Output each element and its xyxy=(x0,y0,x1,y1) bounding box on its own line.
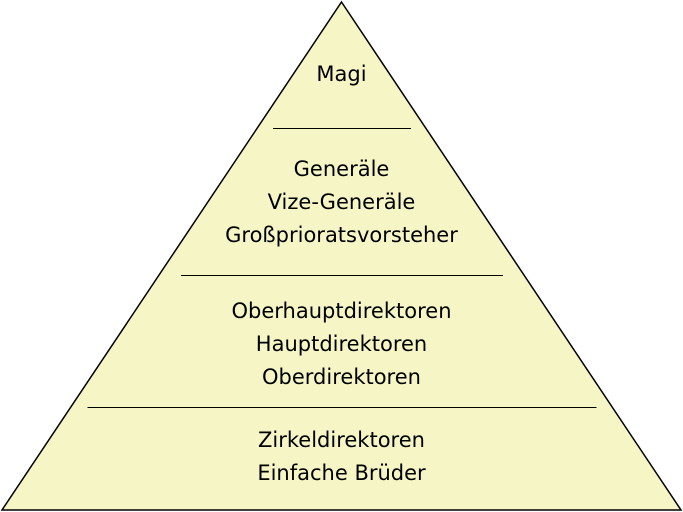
tier-directors: Oberhauptdirektoren Hauptdirektoren Ober… xyxy=(0,295,683,394)
tier-label: Großprioratsvorsteher xyxy=(225,223,458,247)
tier-label: Zirkeldirektoren xyxy=(258,428,425,452)
tier-label: Generäle xyxy=(293,157,390,181)
tier-label: Magi xyxy=(316,62,367,86)
tier-magi: Magi xyxy=(0,58,683,91)
tier-label: Einfache Brüder xyxy=(257,461,426,485)
tier-generals: Generäle Vize-Generäle Großprioratsvorst… xyxy=(0,153,683,252)
tier-divider-1 xyxy=(272,128,411,129)
tier-base-members: Zirkeldirektoren Einfache Brüder xyxy=(0,424,683,490)
tier-label: Oberdirektoren xyxy=(262,365,421,389)
tier-label: Oberhauptdirektoren xyxy=(231,299,452,323)
tier-label: Vize-Generäle xyxy=(267,190,416,214)
tier-divider-3 xyxy=(87,407,596,408)
tier-divider-2 xyxy=(180,275,503,276)
tier-label: Hauptdirektoren xyxy=(255,332,428,356)
